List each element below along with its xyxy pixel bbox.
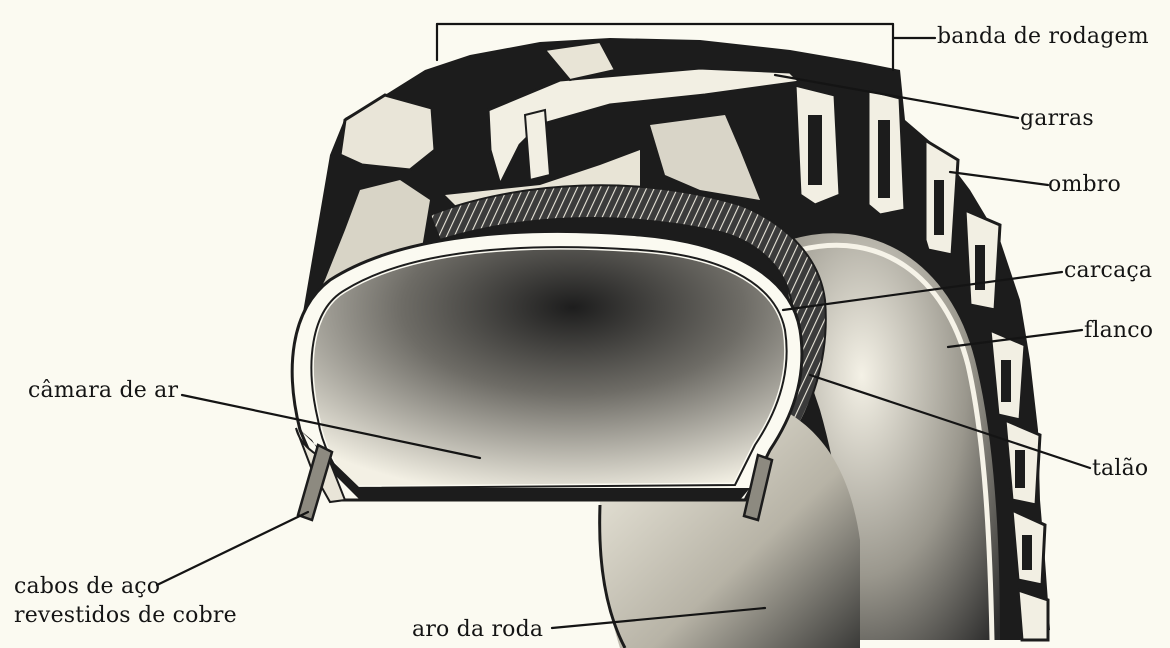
label-talao: talão	[1092, 456, 1148, 482]
label-carcaca: carcaça	[1064, 258, 1152, 284]
label-aro-da-roda: aro da roda	[412, 617, 543, 643]
label-cabos-line2: revestidos de cobre	[14, 603, 237, 629]
label-camara-de-ar: câmara de ar	[28, 378, 178, 404]
label-banda-de-rodagem: banda de rodagem	[937, 24, 1149, 50]
air-chamber	[311, 247, 786, 488]
label-ombro: ombro	[1048, 172, 1121, 198]
label-garras: garras	[1020, 106, 1094, 132]
left-shoulder	[340, 95, 435, 170]
label-flanco: flanco	[1084, 318, 1153, 344]
leader-cabos	[157, 512, 308, 585]
label-cabos-line1: cabos de aço	[14, 574, 160, 600]
